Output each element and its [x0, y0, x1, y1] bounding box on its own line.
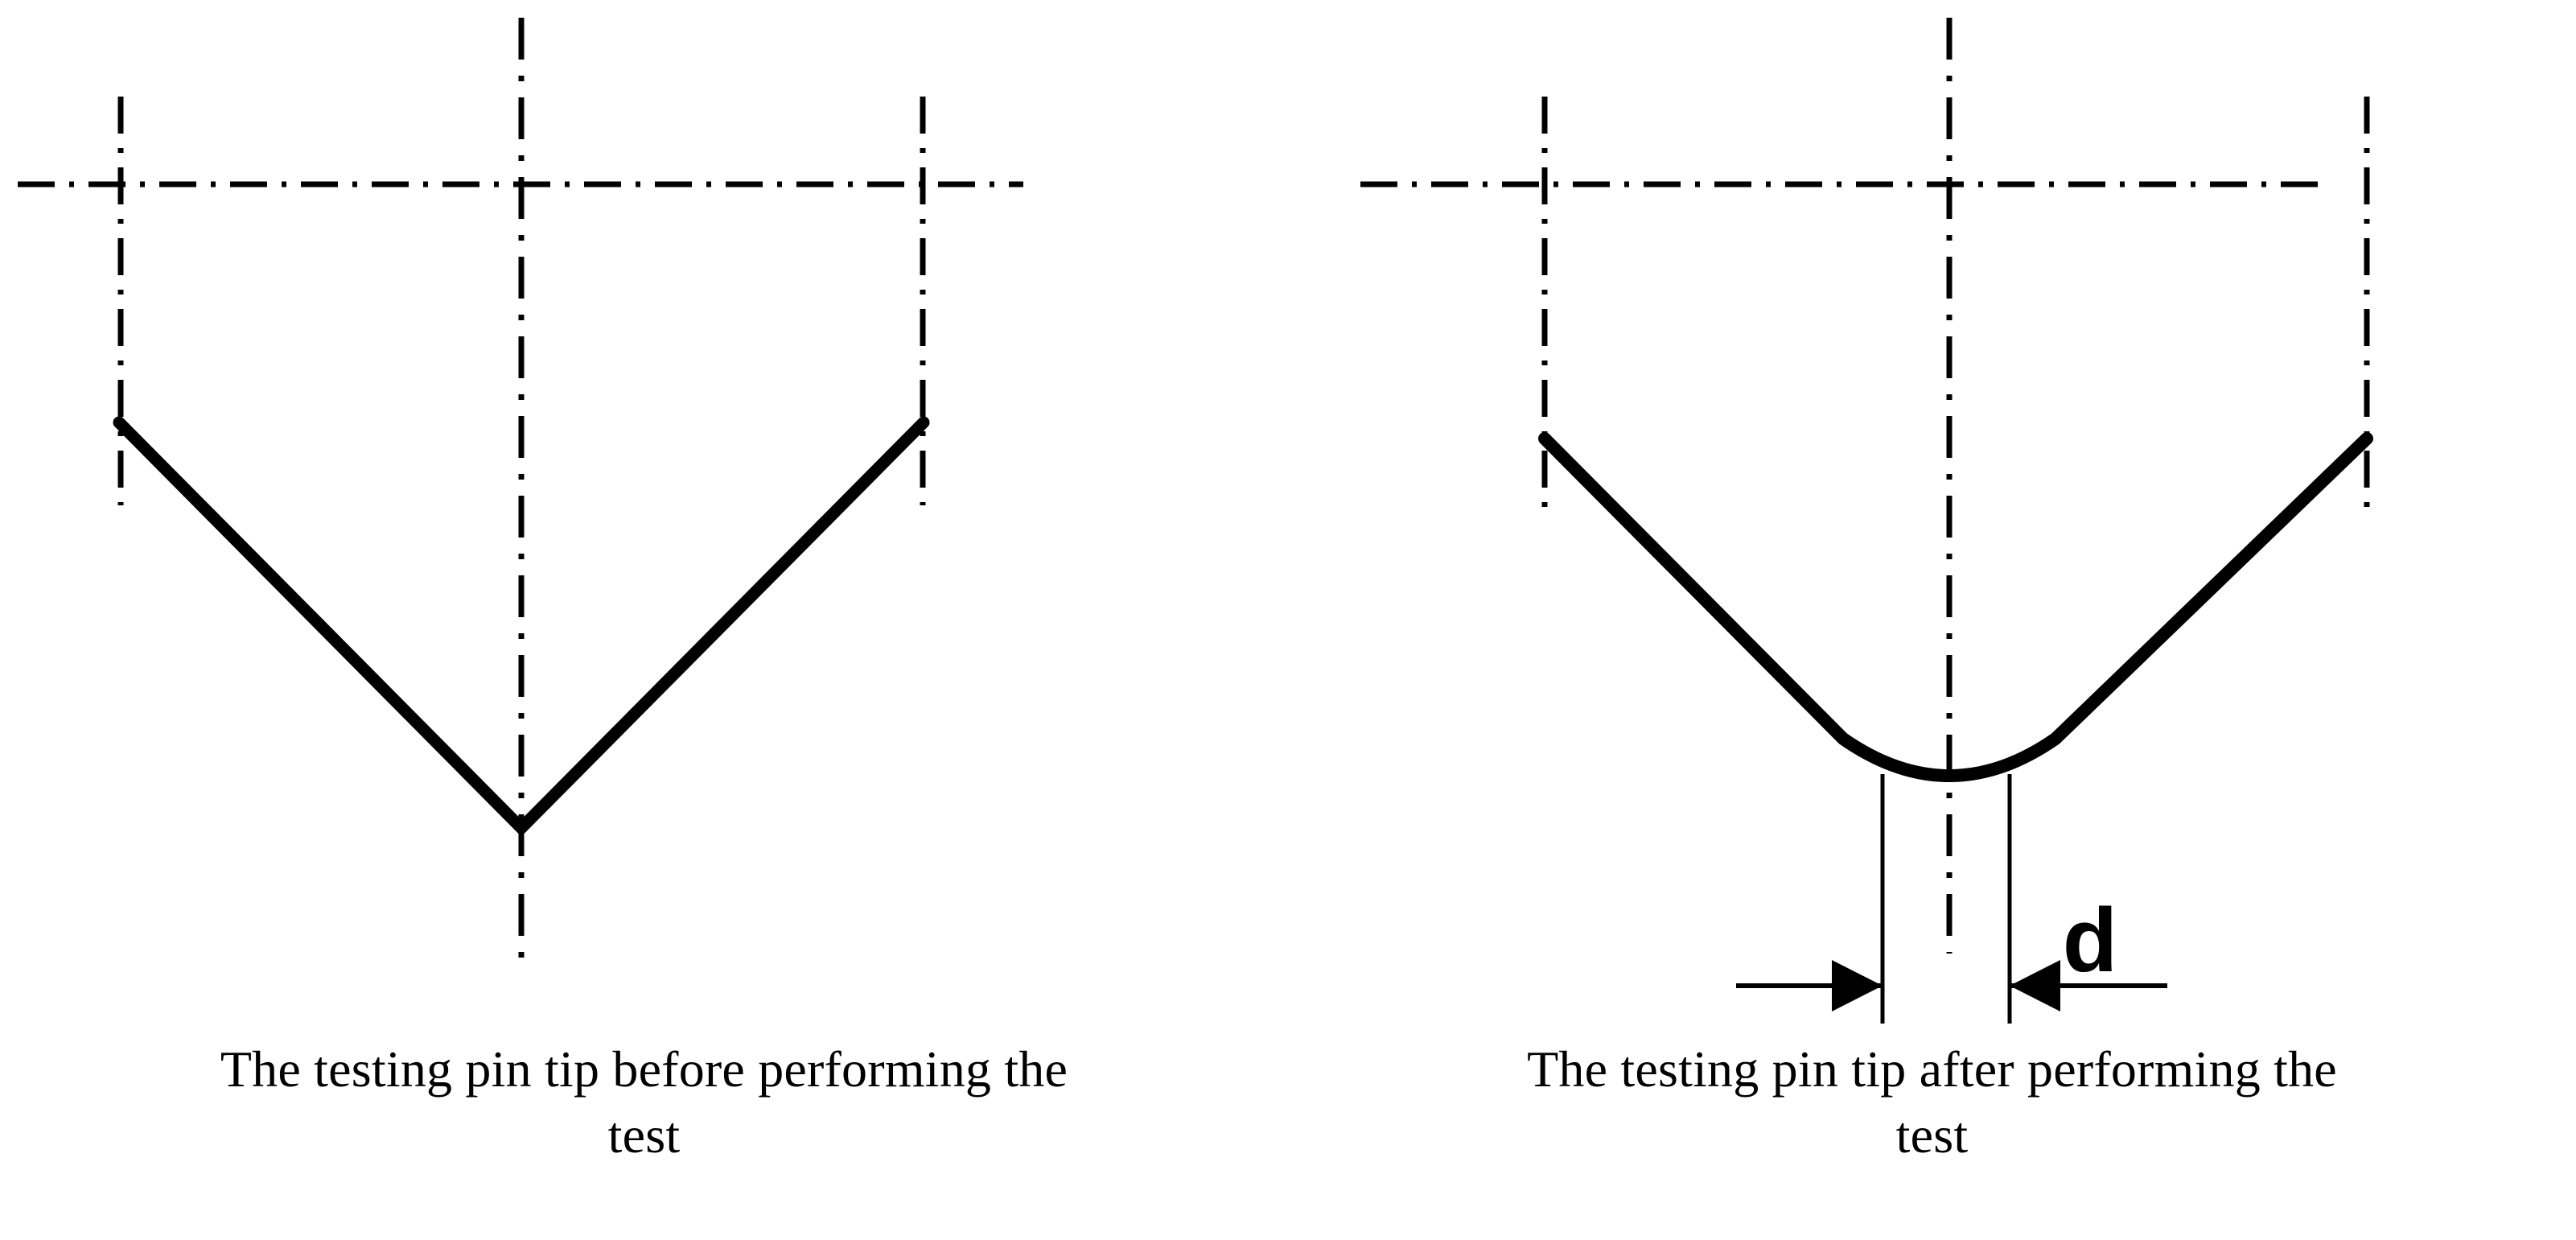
caption-before: The testing pin tip before performing th… [0, 1036, 1288, 1168]
dimension-arrowhead-right [2010, 960, 2060, 1011]
panel-after-test: d The testing pin tip after performing t… [1288, 0, 2576, 1240]
dimension-label-d: d [2063, 890, 2117, 991]
pin-tip-after-drawing: d [1360, 18, 2373, 1024]
caption-after-line2: test [1895, 1106, 1969, 1164]
panel-before-test: The testing pin tip before performing th… [0, 18, 1288, 1168]
caption-after-line1: The testing pin tip after performing the [1527, 1040, 2337, 1098]
caption-before-line1: The testing pin tip before performing th… [220, 1040, 1068, 1098]
caption-after: The testing pin tip after performing the… [1288, 1036, 2576, 1168]
caption-before-line2: test [607, 1106, 681, 1164]
dimension-arrowhead-left [1832, 960, 1883, 1011]
pin-profile-worn [1538, 432, 2373, 782]
pin-tip-before-drawing [18, 18, 1023, 962]
pin-profile-sharp [113, 416, 930, 837]
